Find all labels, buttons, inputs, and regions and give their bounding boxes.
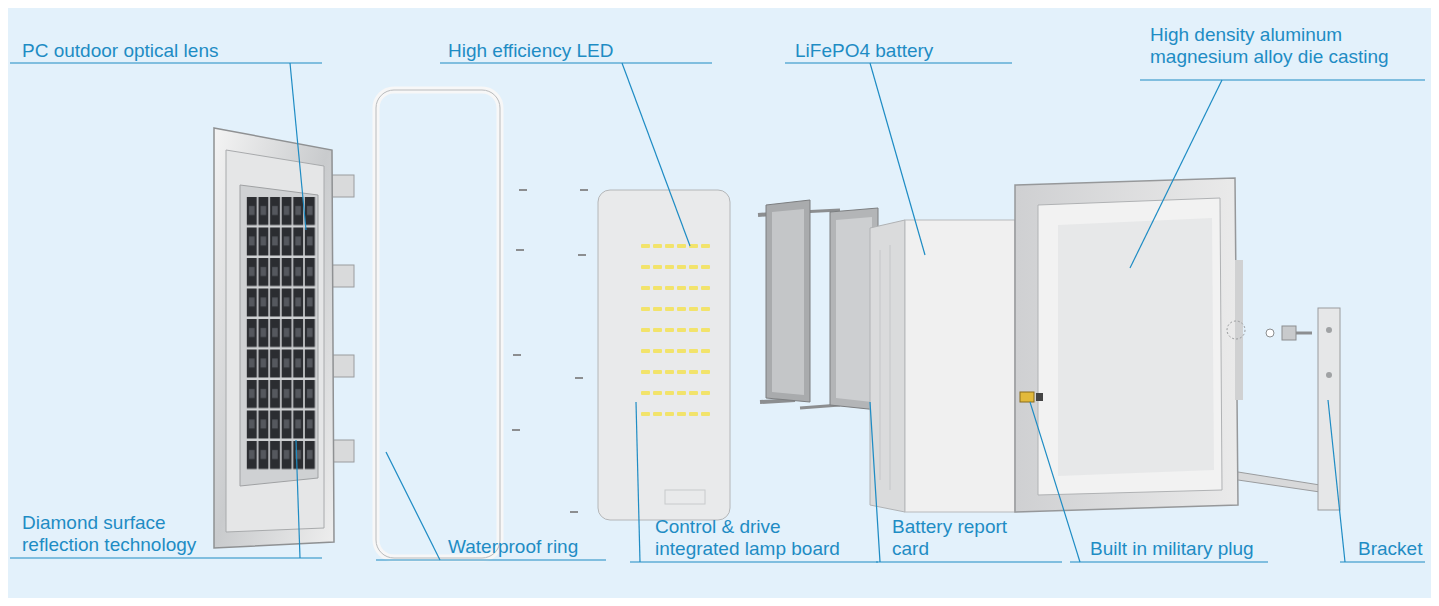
leader-lines	[10, 63, 1425, 562]
ring-edge	[376, 90, 500, 558]
battery-report-card	[758, 200, 878, 410]
part-label: Control & drive integrated lamp board	[655, 516, 870, 560]
lamp-board	[598, 190, 730, 520]
lens-frame	[214, 128, 354, 548]
lifepo4-battery	[870, 220, 1015, 512]
part-label: High density aluminum magnesium alloy di…	[1150, 24, 1422, 68]
screws	[512, 190, 588, 512]
aluminum-housing	[1015, 178, 1245, 512]
waterproof-ring	[376, 90, 500, 558]
part-label: High efficiency LED	[448, 40, 708, 62]
background-panel	[8, 8, 1431, 598]
mounting-bracket	[1238, 308, 1340, 510]
part-label: Diamond surface reflection technology	[22, 512, 237, 556]
part-label: PC outdoor optical lens	[22, 40, 322, 62]
part-label: LiFePO4 battery	[795, 40, 1015, 62]
part-label: Bracket	[1358, 538, 1438, 560]
part-label: Battery report card	[892, 516, 1010, 560]
part-label: Waterproof ring	[448, 536, 648, 558]
part-label: Built in military plug	[1090, 538, 1300, 560]
